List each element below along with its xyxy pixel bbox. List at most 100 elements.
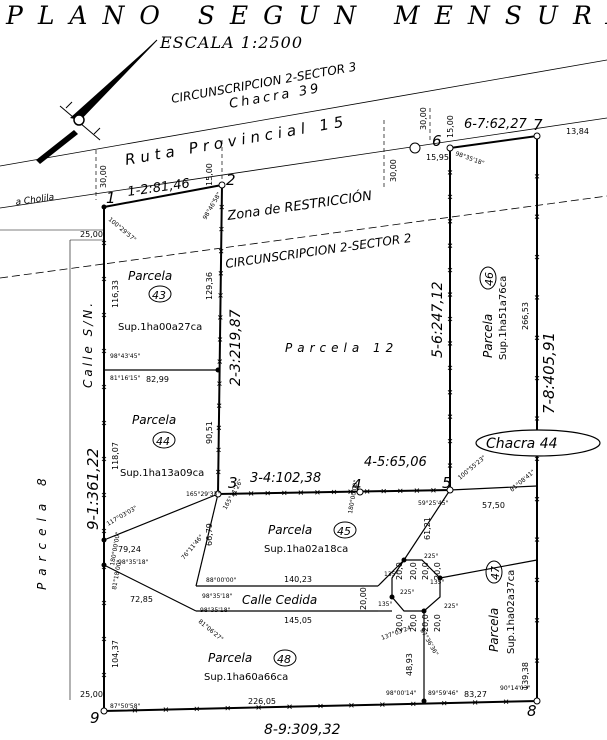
angle: 98°46'58": [202, 191, 223, 221]
tick-mark: [364, 489, 370, 494]
tick-mark: [534, 174, 540, 179]
measure: 83,27: [464, 690, 487, 699]
tick-mark: [447, 194, 453, 200]
tick-mark: [101, 564, 107, 570]
tick-mark: [472, 700, 478, 705]
parcel-45: Parcela 45 Sup.1ha02a18ca: [264, 521, 357, 555]
vertex-label-1: 1: [106, 189, 116, 207]
vertex-label-4: 4: [352, 476, 362, 494]
tick-mark: [534, 375, 540, 381]
angle: 90°14'03": [500, 685, 531, 692]
circunscripcion-sector-2-label: CIRCUNSCRIPCION 2-SECTOR 2: [224, 231, 412, 271]
measure: 79,24: [118, 545, 141, 554]
tick-mark: [534, 416, 540, 421]
tick-mark: [225, 705, 230, 711]
parcel-46-area: Sup.1ha51a76ca: [498, 276, 509, 360]
tick-mark: [101, 456, 107, 462]
measure: 15,95: [426, 153, 449, 162]
parcel-43-name: Parcela: [128, 269, 172, 283]
measure: 104,37: [111, 640, 120, 668]
angle: 135°: [378, 601, 392, 608]
angle: 117°03'03": [106, 504, 139, 527]
angle: 98°00'14": [386, 690, 417, 697]
tick-mark: [411, 701, 416, 707]
vertex-label-5: 5: [442, 474, 452, 492]
vertex-label-2: 2: [226, 171, 236, 189]
tick-mark: [216, 447, 221, 453]
measure: 226,05: [248, 697, 276, 706]
tick-mark: [534, 335, 540, 341]
tick-mark: [217, 337, 223, 342]
angle: 81°08'41": [509, 469, 537, 494]
parcel-47-number: 47: [489, 566, 502, 580]
measure: 20,0: [409, 614, 418, 632]
side-7-8: 7-8:405,91: [540, 332, 558, 414]
plan-scale: ESCALA 1:2500: [159, 33, 303, 52]
chacra-44-badge: Chacra 44: [475, 429, 601, 457]
angle: 81°16'15": [110, 375, 141, 382]
tick-mark: [447, 316, 453, 322]
measure: 57,50: [482, 501, 505, 510]
side-3-4: 3-4:102,38: [250, 471, 321, 486]
tick-mark: [447, 292, 453, 297]
tick-mark: [232, 491, 237, 496]
parcel-48: Parcela 48 Sup.1ha60a66ca: [204, 649, 297, 683]
angle: 100°55'23": [457, 454, 488, 481]
parcel-45-name: Parcela: [268, 523, 312, 537]
tick-mark: [217, 381, 222, 386]
tick-mark: [315, 490, 320, 495]
angle: 135°: [384, 571, 398, 578]
parcela-12-label: Parcela 12: [285, 341, 398, 355]
zona-restriccion-label: Zona de RESTRICCIÓN: [225, 188, 373, 224]
tick-mark: [218, 271, 224, 276]
tick-mark: [219, 226, 224, 232]
angle: 89°59'46": [428, 690, 459, 697]
tick-mark: [447, 267, 453, 273]
measure: 30,00: [99, 165, 108, 188]
parcel-45-number: 45: [337, 525, 351, 538]
vertex-label-8: 8: [527, 702, 537, 720]
side-4-5: 4-5:65,06: [364, 455, 427, 470]
road-lines: [0, 59, 607, 700]
measure: 129,36: [205, 272, 214, 300]
parcel-43-number: 43: [152, 289, 166, 302]
angle: 88°00'00": [206, 577, 237, 584]
tick-mark: [447, 365, 453, 371]
tick-mark: [248, 491, 254, 496]
tick-mark: [101, 636, 107, 642]
tick-mark: [447, 243, 453, 248]
tick-mark: [414, 488, 420, 493]
a-cholila-label: a Cholila: [15, 193, 55, 208]
tick-mark: [534, 577, 540, 583]
parcel-44-area: Sup.1ha13a09ca: [120, 468, 204, 479]
measure: 25,00: [80, 230, 103, 239]
tick-mark: [447, 170, 453, 175]
north-arrow-icon: [36, 39, 158, 164]
tick-mark: [331, 489, 337, 495]
tick-mark: [256, 705, 261, 710]
tick-mark: [218, 293, 223, 298]
vertex-label-9: 9: [90, 709, 100, 727]
angle: 180°00'00": [347, 479, 360, 514]
angle: 98°35'18": [200, 607, 231, 614]
tick-mark: [282, 490, 287, 496]
side-8-9: 8-9:309,32: [264, 722, 341, 738]
tick-mark: [534, 658, 540, 663]
measure: 20,0: [395, 562, 404, 580]
measure: 145,05: [284, 616, 312, 625]
angle: 98°35'18": [118, 559, 149, 566]
tick-mark: [447, 463, 453, 468]
angle: 76°11'46": [180, 533, 205, 561]
tick-mark: [101, 312, 107, 318]
parcel-44-number: 44: [156, 435, 170, 448]
parcel-47-area: Sup.1ha02a37ca: [506, 570, 517, 654]
ruta-provincial-15-label: Ruta Provincial 15: [124, 112, 350, 169]
angle: 165°29'33": [186, 491, 220, 498]
measure: 20,0: [409, 562, 418, 580]
measure: 266,53: [521, 302, 530, 330]
tick-mark: [101, 276, 107, 282]
measure: 116,33: [111, 280, 120, 308]
angle: 98°35'18": [202, 593, 233, 600]
